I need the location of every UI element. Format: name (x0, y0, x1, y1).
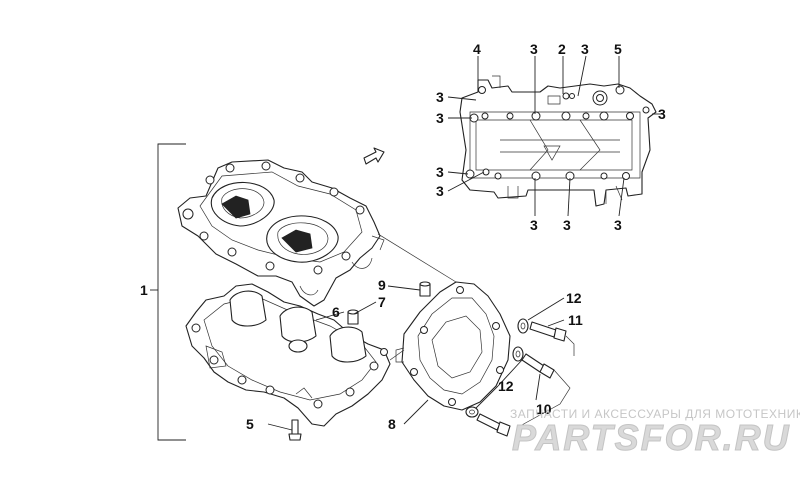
callout-labels: 4 3 2 3 5 3 3 3 3 3 3 3 3 1 9 7 6 5 8 12… (140, 41, 666, 432)
watermark-tagline: ЗАПЧАСТИ И АКСЕССУАРЫ ДЛЯ МОТОТЕХНИКИ (510, 407, 800, 421)
callout-4: 4 (473, 41, 481, 57)
callout-3-top-b: 3 (581, 41, 589, 57)
washer-12-middle (512, 346, 524, 362)
dowel-pin-7 (347, 309, 359, 325)
bolt-11 (529, 321, 567, 342)
callout-3-left-c: 3 (436, 164, 444, 180)
watermark: ЗАПЧАСТИ И АКСЕССУАРЫ ДЛЯ МОТОТЕХНИКИ PA… (510, 407, 800, 459)
callout-2: 2 (558, 41, 566, 57)
upper-crankcase (177, 159, 385, 307)
leader-lines-left (267, 285, 565, 431)
callout-3-right: 3 (658, 106, 666, 122)
callout-3-bottom-b: 3 (563, 217, 571, 233)
callout-5-bottom: 5 (246, 416, 254, 432)
callout-6: 6 (332, 304, 340, 320)
callout-12-lower: 12 (498, 378, 514, 394)
callout-1: 1 (140, 282, 148, 298)
watermark-logo-text: PARTSFOR.RU (512, 417, 791, 458)
callout-3-left-a: 3 (436, 89, 444, 105)
callout-3-left-d: 3 (436, 183, 444, 199)
callout-9: 9 (378, 277, 386, 293)
washer-12-upper (517, 318, 529, 334)
dowel-pin-9 (419, 281, 431, 297)
callout-3-left-b: 3 (436, 110, 444, 126)
callout-3-top-a: 3 (530, 41, 538, 57)
bolt-5 (288, 419, 302, 441)
case-bolt-row-top (469, 85, 650, 123)
callout-3-bottom-c: 3 (614, 217, 622, 233)
direction-arrow-icon (363, 147, 385, 165)
lower-crankcase (185, 283, 391, 427)
callout-12-upper: 12 (566, 290, 582, 306)
callout-3-bottom-a: 3 (530, 217, 538, 233)
bolt-10 (521, 353, 555, 379)
callout-10: 10 (536, 401, 552, 417)
washer-12-lower (465, 406, 479, 418)
callout-11: 11 (568, 312, 583, 328)
assembly-lines (377, 233, 575, 427)
case-bolt-row-bottom (465, 168, 630, 181)
bolt-10-lower (476, 413, 511, 437)
callout-5-top: 5 (614, 41, 622, 57)
side-cover-8 (395, 281, 511, 411)
bracket-1 (150, 143, 186, 441)
crankcase-bottom-view (459, 75, 657, 207)
callout-8: 8 (388, 416, 396, 432)
callout-7: 7 (378, 294, 386, 310)
leader-lines-top (447, 55, 664, 217)
